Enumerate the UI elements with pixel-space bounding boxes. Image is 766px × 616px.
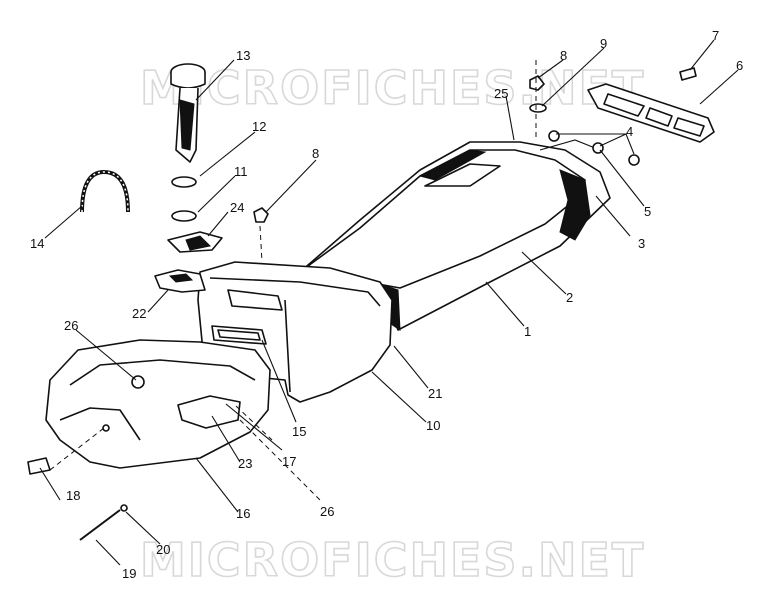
cap-gaskets xyxy=(167,176,223,253)
callout-13: 13 xyxy=(236,48,250,63)
fuel-tank xyxy=(45,339,271,469)
seat-assembly xyxy=(299,139,611,331)
watermark-bottom: MICROFICHES.NET xyxy=(140,533,645,587)
callout-7: 7 xyxy=(712,28,719,43)
callout-10: 10 xyxy=(426,418,440,433)
callout-19: 19 xyxy=(122,566,136,581)
callout-5: 5 xyxy=(644,204,651,219)
grommet-8 xyxy=(253,207,269,223)
callout-1: 1 xyxy=(524,324,531,339)
callout-17: 17 xyxy=(282,454,296,469)
callout-labels: 13 12 11 24 14 8 22 26 15 23 17 16 26 18… xyxy=(30,28,743,581)
fuel-hose xyxy=(80,169,130,213)
callout-14: 14 xyxy=(30,236,44,251)
callout-15: 15 xyxy=(292,424,306,439)
callout-2: 2 xyxy=(566,290,573,305)
callout-11: 11 xyxy=(234,164,248,179)
callout-9: 9 xyxy=(600,36,607,51)
callout-22: 22 xyxy=(132,306,146,321)
callout-21: 21 xyxy=(428,386,442,401)
callout-23: 23 xyxy=(238,456,252,471)
callout-4: 4 xyxy=(626,124,633,139)
dashed-guides xyxy=(49,60,537,501)
rear-bracket-hardware xyxy=(529,67,715,166)
callout-26-tank: 26 xyxy=(64,318,78,333)
callout-26-lower: 26 xyxy=(320,504,334,519)
callout-25: 25 xyxy=(494,86,508,101)
leader-lines xyxy=(39,39,739,566)
callout-16: 16 xyxy=(236,506,250,521)
callout-8-rear: 8 xyxy=(560,48,567,63)
callout-12: 12 xyxy=(252,119,266,134)
callout-3: 3 xyxy=(638,236,645,251)
callout-20: 20 xyxy=(156,542,170,557)
callout-24: 24 xyxy=(230,200,244,215)
callout-18: 18 xyxy=(66,488,80,503)
filler-neck xyxy=(170,63,206,163)
callout-6: 6 xyxy=(736,58,743,73)
callout-8-tank: 8 xyxy=(312,146,319,161)
watermark-top: MICROFICHES.NET xyxy=(140,61,645,115)
